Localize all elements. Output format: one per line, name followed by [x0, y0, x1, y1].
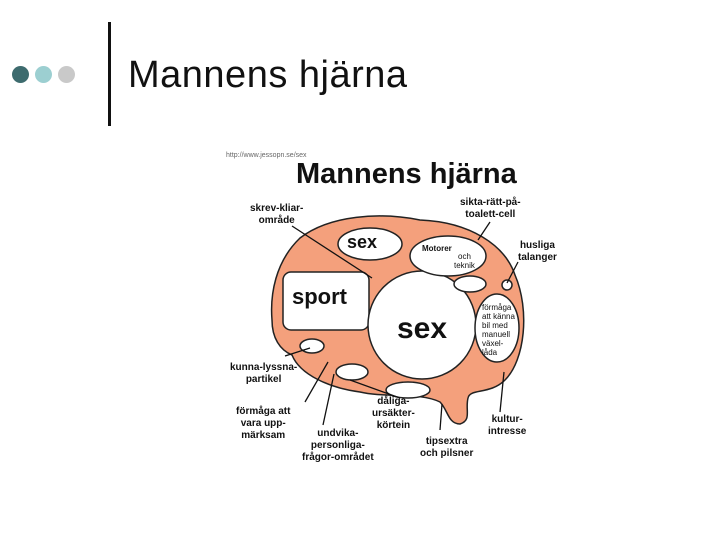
label-skrev: skrev-kliar- område: [250, 203, 303, 227]
label-undvika: undvika- personliga- frågor-området: [302, 428, 374, 464]
label-kunna-lyssna: kunna-lyssna- partikel: [230, 362, 297, 386]
label-kultur: kultur- intresse: [488, 414, 526, 438]
region-small-1: [300, 339, 324, 353]
region-label-sport: sport: [292, 284, 347, 310]
region-label-sex-big: sex: [397, 312, 447, 346]
label-formaga-att: förmåga att vara upp- märksam: [236, 406, 290, 442]
label-tipsextra: tipsextra och pilsner: [420, 436, 473, 460]
region-small-4: [454, 276, 486, 292]
label-husliga: husliga talanger: [518, 240, 557, 264]
region-label-sex-small: sex: [347, 232, 377, 253]
region-label-och-teknik: och teknik: [454, 252, 475, 270]
region-small-5: [502, 280, 512, 290]
label-daliga: dåliga- ursäkter- körtein: [372, 396, 415, 432]
region-label-formaga-kanna: förmåga att känna bil med manuell växel-…: [482, 303, 515, 357]
pointer-tipsextra: [440, 404, 442, 430]
label-sikta: sikta-rätt-på- toalett-cell: [460, 197, 521, 221]
region-label-motorer: Motorer: [422, 244, 452, 253]
region-small-2: [336, 364, 368, 380]
